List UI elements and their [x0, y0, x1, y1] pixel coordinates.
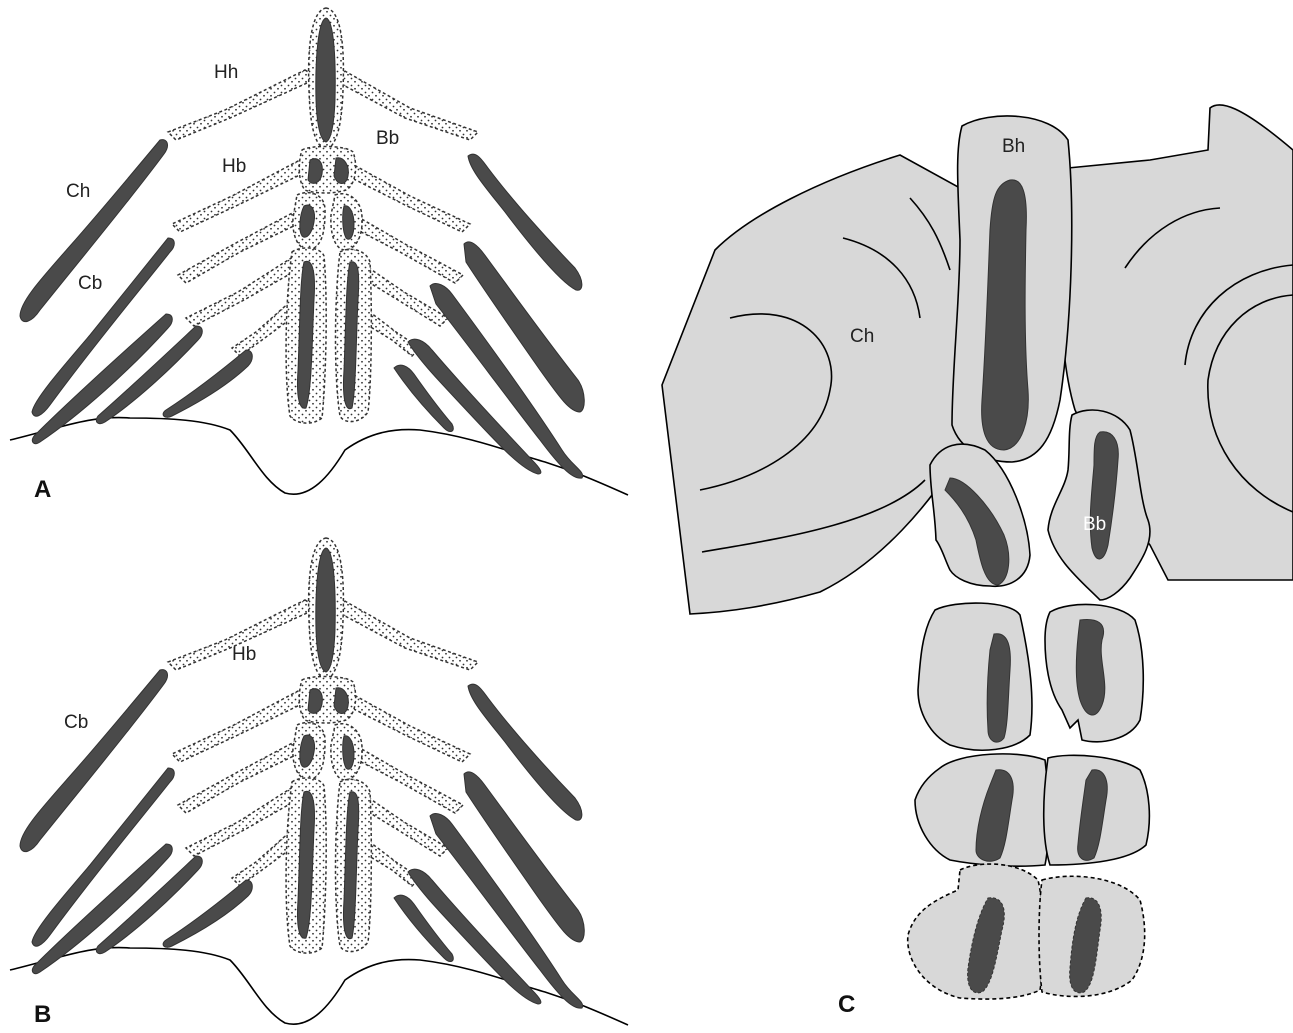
label-cb-b: Cb — [64, 712, 88, 733]
label-ch: Ch — [66, 181, 90, 202]
panel-letter-a: A — [34, 476, 51, 503]
label-hb-b: Hb — [232, 644, 256, 665]
panel-letter-b: B — [34, 1001, 51, 1028]
label-bh: Bh — [1002, 136, 1025, 157]
label-bb: Bb — [376, 128, 399, 149]
label-bb-c: Bb — [1083, 514, 1106, 535]
label-ch-c: Ch — [850, 326, 874, 347]
panel-c: Bb Bh Ch C — [662, 105, 1293, 1018]
element-left-1 — [918, 603, 1032, 750]
label-hh: Hh — [214, 62, 238, 83]
panel-letter-c: C — [838, 991, 855, 1018]
panel-a: Hh Bb Hb Ch Cb A — [10, 8, 628, 503]
panel-b: Hb Cb B — [10, 538, 628, 1028]
label-hb: Hb — [222, 156, 246, 177]
label-cb: Cb — [78, 273, 102, 294]
